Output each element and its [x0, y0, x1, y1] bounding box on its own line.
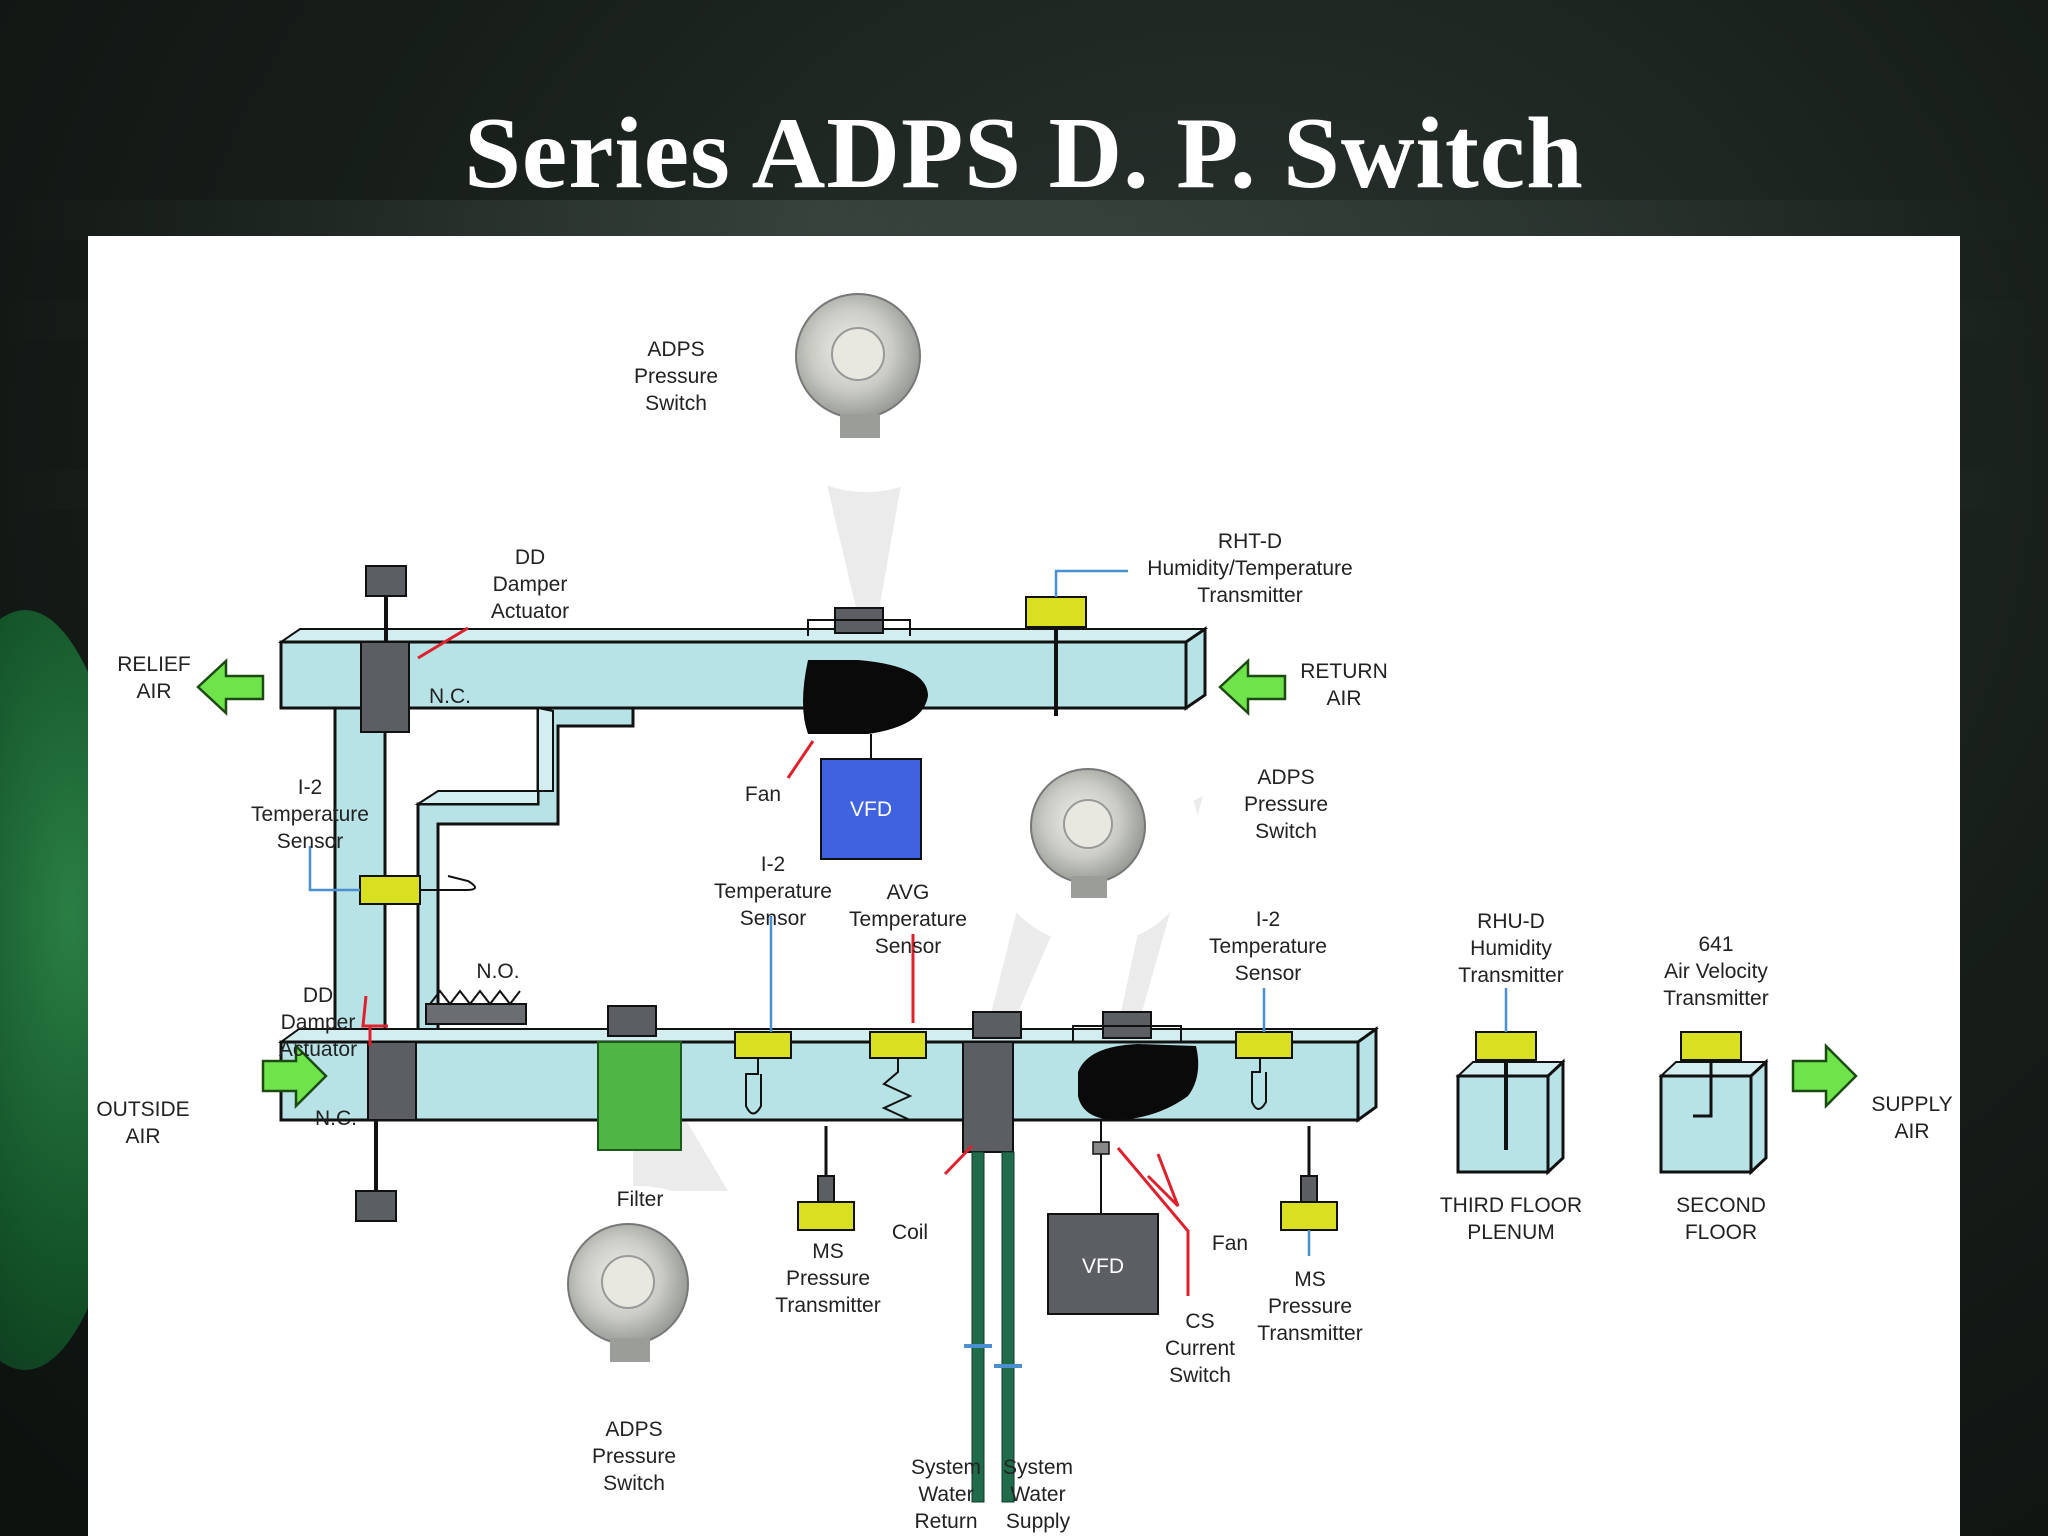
label-vfd-top: VFD: [850, 798, 892, 821]
label-nc-bottom: N.C.: [315, 1107, 357, 1130]
rhu-d-sensor: [1475, 1031, 1537, 1061]
return-air-arrow: [1218, 658, 1287, 716]
label-filter: Filter: [617, 1188, 664, 1211]
mixing-duct-vertical: [333, 706, 387, 1040]
label-fan-top: Fan: [745, 783, 781, 806]
i2-right-sensor: [1235, 1031, 1293, 1059]
label-nc-top: N.C.: [429, 685, 471, 708]
label-coil: Coil: [892, 1221, 928, 1244]
relief-air-arrow: [196, 658, 265, 716]
adps-gauge-bottom: [521, 1186, 755, 1420]
damper-actuator-top: [365, 565, 407, 597]
supply-duct-end: [1356, 1026, 1378, 1123]
leader-coil: [943, 1144, 974, 1176]
outside-air-arrow: [261, 1042, 328, 1110]
avg-temp-sensor: [869, 1031, 927, 1059]
vfd-bottom: [1047, 1213, 1159, 1315]
adps-gauge-mid: [986, 731, 1200, 945]
second-floor-box: [1659, 1074, 1753, 1174]
label-vfd-bottom: VFD: [1082, 1255, 1124, 1278]
return-branch-top: [414, 706, 554, 805]
supply-air-arrow: [1791, 1042, 1858, 1110]
slide-title: Series ADPS D. P. Switch: [464, 97, 1584, 210]
rht-d-sensor: [1025, 596, 1087, 628]
leader-dd-top: [417, 626, 469, 660]
coil: [962, 1041, 1014, 1153]
damper-actuator-bottom: [355, 1190, 397, 1222]
label-no: N.O.: [476, 960, 519, 983]
leader-cs: [1116, 1147, 1190, 1296]
leader-fan-bottom: [1146, 1153, 1180, 1208]
vfd-top: [820, 758, 922, 860]
avt-641-sensor: [1680, 1031, 1742, 1061]
return-branch-duct: [416, 706, 635, 1050]
third-floor-plenum: [1456, 1074, 1550, 1174]
i2-mid-sensor: [734, 1031, 792, 1059]
magnifier-cone-top: [823, 468, 903, 616]
adps-bottom-body: [607, 1005, 657, 1037]
water-supply-pipe: [1001, 1151, 1015, 1503]
relief-damper: [360, 641, 410, 733]
leader-fan-top: [786, 740, 815, 779]
leader-rht: [1054, 569, 1128, 597]
adps-gauge-top: [748, 256, 984, 492]
supply-fan: [1078, 1044, 1199, 1120]
return-fan: [803, 660, 928, 734]
return-duct: [279, 640, 1188, 710]
water-return-pipe: [971, 1151, 985, 1503]
outside-damper: [367, 1041, 417, 1121]
supply-duct-top: [277, 1028, 1380, 1043]
adps-mid-body-1: [972, 1011, 1022, 1039]
ms-left-sensor: [797, 1201, 855, 1231]
return-duct-top: [277, 628, 1209, 643]
filter: [597, 1041, 682, 1151]
label-fan-bottom: Fan: [1212, 1232, 1248, 1255]
mixing-damper: [425, 1003, 527, 1025]
leader-dd-bottom: [361, 995, 388, 1028]
i2-left-sensor: [359, 875, 421, 905]
leader-i2-left: [308, 846, 360, 892]
return-duct-end: [1184, 626, 1207, 711]
ms-right-sensor: [1280, 1201, 1338, 1231]
